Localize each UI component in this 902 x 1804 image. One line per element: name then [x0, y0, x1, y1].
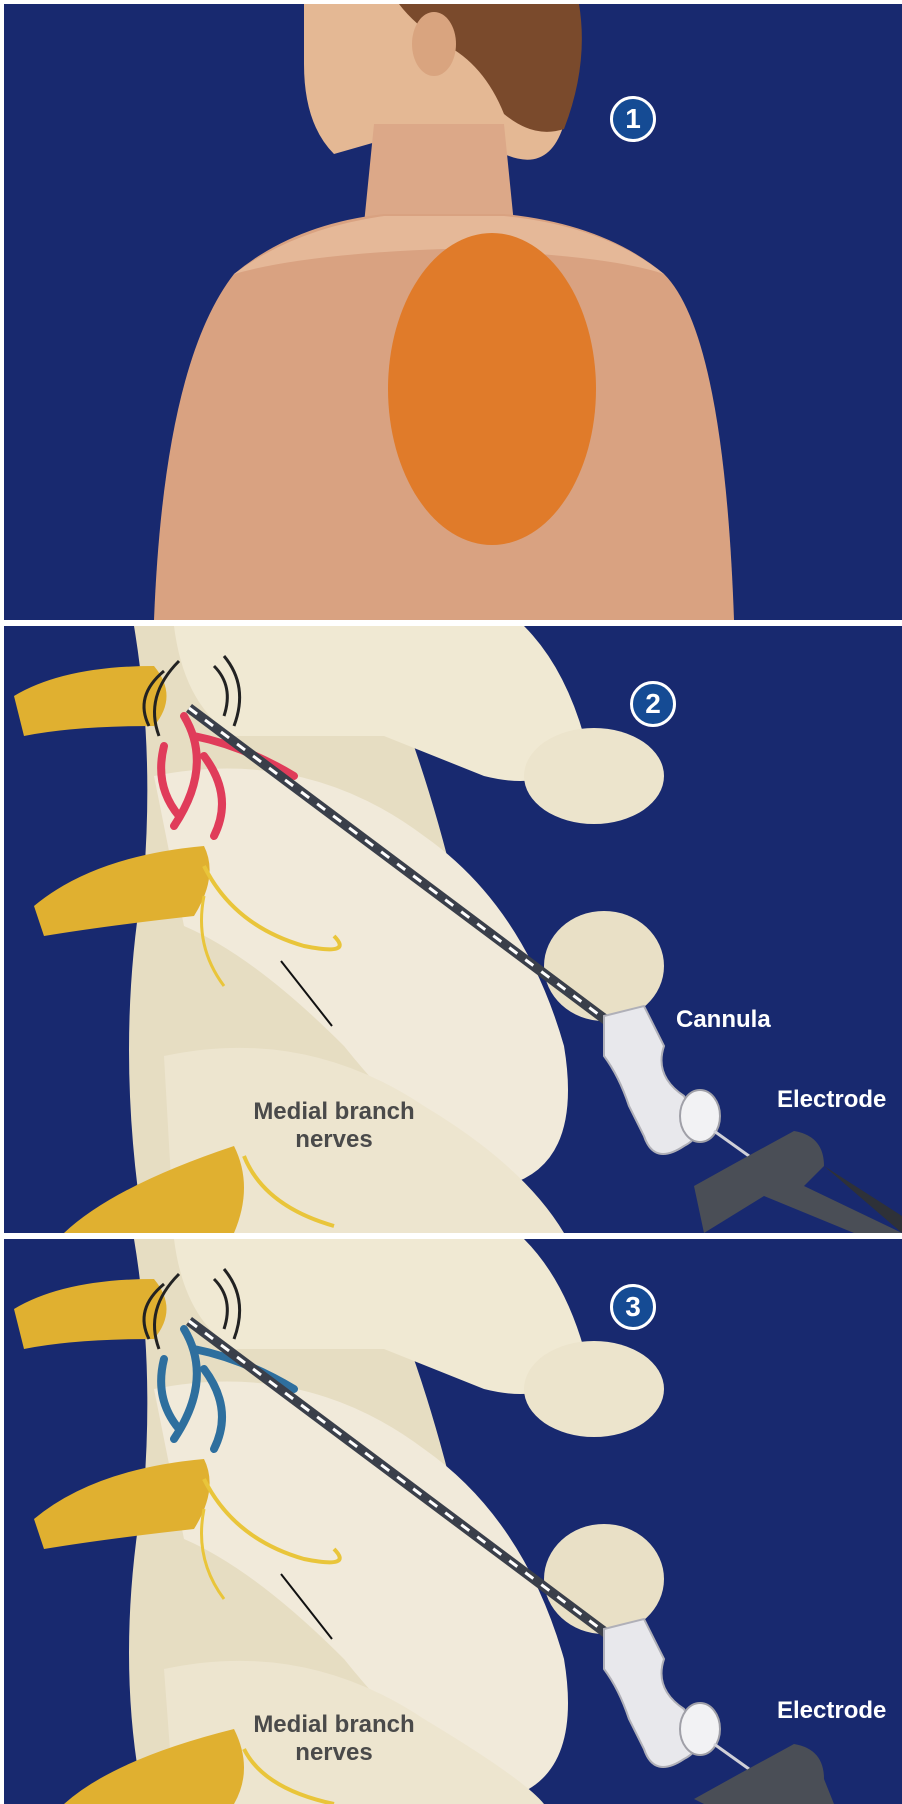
spine-illustration-step2	[4, 626, 902, 1233]
medial-branch-nerves-label: Medial branch nerves	[234, 1098, 434, 1154]
spine-illustration-step3	[4, 1239, 902, 1804]
nerve-label-line1: Medial branch	[234, 1098, 434, 1126]
patient-back-illustration	[4, 4, 902, 620]
transverse-process-1	[524, 1341, 664, 1437]
step-badge-2: 2	[630, 681, 676, 727]
panel-cannula-placement: 2 Cannula Electrode Medial branch nerves	[4, 626, 902, 1233]
cannula-label: Cannula	[676, 1006, 771, 1034]
medial-branch-nerves-label: Medial branch nerves	[234, 1711, 434, 1767]
electrode-label: Electrode	[777, 1697, 886, 1725]
electrode-label: Electrode	[777, 1086, 886, 1114]
ear	[412, 12, 456, 76]
electrode-wire	[714, 1131, 749, 1156]
panel-patient-back: 1	[4, 4, 902, 620]
neck	[364, 124, 514, 224]
electrode-handle	[694, 1131, 902, 1233]
step-badge-1: 1	[610, 96, 656, 142]
transverse-process-2	[544, 911, 664, 1021]
electrode-handle	[694, 1744, 834, 1804]
nerve-label-line2: nerves	[234, 1739, 434, 1767]
electrode-wire	[714, 1744, 749, 1769]
nerve-label-line1: Medial branch	[234, 1711, 434, 1739]
transverse-process-1	[524, 728, 664, 824]
panel-nerve-ablation: 3 Electrode Medial branch nerves	[4, 1239, 902, 1804]
transverse-process-2	[544, 1524, 664, 1634]
nerve-label-line2: nerves	[234, 1126, 434, 1154]
pain-area-highlight	[388, 233, 596, 545]
step-badge-3: 3	[610, 1284, 656, 1330]
